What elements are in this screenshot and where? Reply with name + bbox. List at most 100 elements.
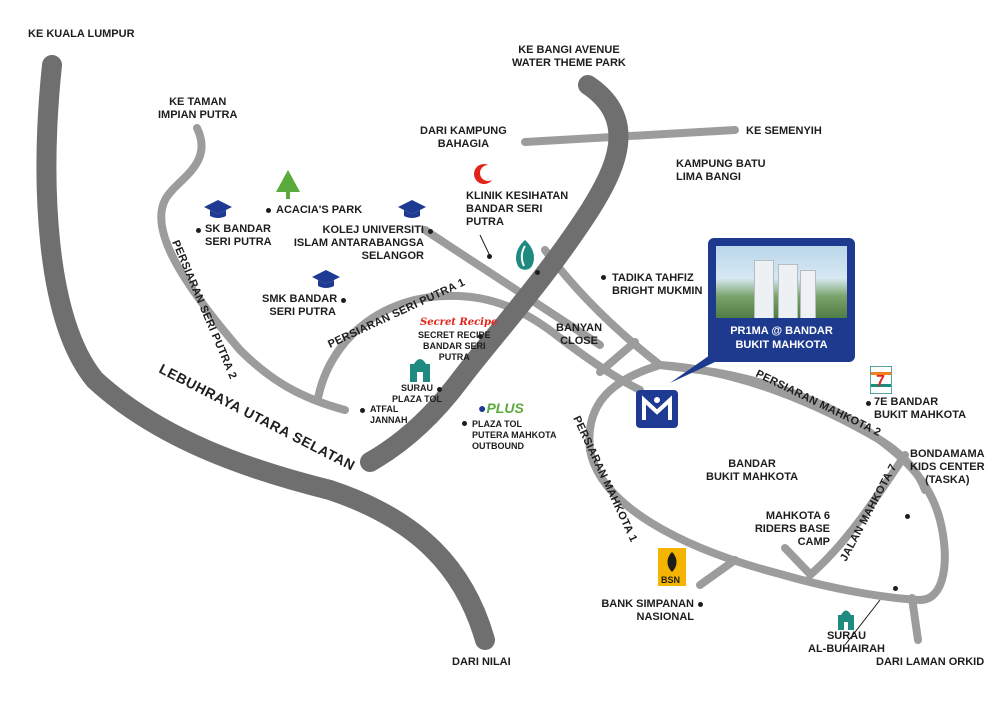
direction-taman-impian-putra: KE TAMAN IMPIAN PUTRA xyxy=(158,96,237,122)
place-tadika-line2: BRIGHT MUKMIN xyxy=(612,285,703,297)
plus-logo: ●PLUS xyxy=(478,400,524,416)
road-mahkota-2 xyxy=(656,361,929,494)
place-secret-line3: PUTRA xyxy=(438,352,470,362)
marker-tadika xyxy=(601,275,606,280)
road-taman-impian-putra xyxy=(157,124,349,414)
callout-pointer xyxy=(670,355,730,383)
place-surau-plaza-line1: SURAU xyxy=(400,383,433,393)
road-kolej-banyan xyxy=(421,226,604,349)
road-laman-orkid xyxy=(908,594,922,644)
place-klinik: KLINIK KESIHATAN BANDAR SERI PUTRA xyxy=(466,190,568,229)
marker-kolej xyxy=(428,229,433,234)
place-plaza-line2: PUTERA MAHKOTA xyxy=(472,430,557,440)
place-seven-line2: BUKIT MAHKOTA xyxy=(874,409,967,421)
mosque-icon xyxy=(410,359,430,382)
place-tadika-line1: TADIKA TAHFIZ xyxy=(612,272,694,284)
project-callout: PR1MA @ BANDAR BUKIT MAHKOTA xyxy=(708,238,855,362)
marker-petronas xyxy=(535,270,540,275)
place-bandar-bukit: BANDAR BUKIT MAHKOTA xyxy=(706,458,798,484)
highway-bangi xyxy=(360,75,629,472)
plus-logo-text: PLUS xyxy=(486,400,524,416)
place-plaza-line1: PLAZA TOL xyxy=(472,419,522,429)
place-atfal-line1: ATFAL xyxy=(370,404,399,414)
place-bsn-line2: NASIONAL xyxy=(636,611,694,623)
marker-bsn xyxy=(698,602,703,607)
pr1ma-logo xyxy=(636,390,678,428)
direction-bahagia-line1: DARI KAMPUNG xyxy=(420,125,507,137)
place-riders-line3: CAMP xyxy=(797,536,830,548)
school-icon xyxy=(398,200,426,218)
project-title-line1: PR1MA @ BANDAR xyxy=(730,325,833,337)
place-buhairah-line2: AL-BUHAIRAH xyxy=(808,643,885,655)
svg-text:7: 7 xyxy=(876,373,885,390)
place-kolej-line3: SELANGOR xyxy=(361,250,424,262)
direction-kampung-bahagia: DARI KAMPUNG BAHAGIA xyxy=(420,125,507,151)
school-icon xyxy=(312,270,340,288)
direction-taman-line1: KE TAMAN xyxy=(169,96,227,108)
bsn-logo-text: BSN xyxy=(661,575,680,585)
place-seven-line1: 7E BANDAR xyxy=(874,396,939,408)
direction-bangi-line1: KE BANGI AVENUE xyxy=(518,44,620,56)
place-sk-line2: SERI PUTRA xyxy=(205,236,272,248)
direction-taman-line2: IMPIAN PUTRA xyxy=(158,109,238,121)
road-seri-putra-1 xyxy=(314,291,644,402)
place-plaza-line3: OUTBOUND xyxy=(472,441,524,451)
tree-icon xyxy=(276,170,300,199)
place-sk-bandar: SK BANDAR SERI PUTRA xyxy=(205,223,272,249)
road-banyan-link xyxy=(596,338,639,376)
bsn-logo: BSN xyxy=(658,548,686,586)
place-smk-line1: SMK BANDAR xyxy=(262,293,338,305)
direction-bangi-line2: WATER THEME PARK xyxy=(512,57,626,69)
seven-eleven-logo: 7 xyxy=(870,366,892,394)
marker-plaza-tol xyxy=(462,421,467,426)
place-buhairah-line1: SURAU xyxy=(826,630,867,642)
marker-sk-bandar xyxy=(196,228,201,233)
place-bandar-line2: BUKIT MAHKOTA xyxy=(706,471,799,483)
marker-atfal xyxy=(360,408,365,413)
leader-line-surau xyxy=(844,599,881,646)
marker-surau-plaza xyxy=(437,387,442,392)
marker-surau-buhairah xyxy=(893,586,898,591)
project-title-line2: BUKIT MAHKOTA xyxy=(735,339,828,351)
place-banyan-close: BANYAN CLOSE xyxy=(556,322,602,348)
marker-acacia xyxy=(266,208,271,213)
place-bsn-line1: BANK SIMPANAN xyxy=(601,598,694,610)
place-klinik-line3: PUTRA xyxy=(466,216,504,228)
place-secret-recipe: SECRET RECIPE BANDAR SERI PUTRA xyxy=(418,330,491,363)
place-klinik-line2: BANDAR SERI xyxy=(466,203,543,215)
project-photo xyxy=(716,246,847,318)
petronas-icon xyxy=(516,240,534,270)
place-bondamama: BONDAMAMA KIDS CENTER (TASKA) xyxy=(910,448,985,487)
marker-klinik xyxy=(487,254,492,259)
secret-recipe-logo: Secret Recipe xyxy=(420,317,498,328)
place-secret-line2: BANDAR SERI xyxy=(423,341,486,351)
place-sk-line1: SK BANDAR xyxy=(205,223,271,235)
place-secret-line1: SECRET RECIPE xyxy=(418,330,491,340)
direction-bahagia-line2: BAHAGIA xyxy=(437,138,490,150)
marker-smk-bandar xyxy=(341,298,346,303)
label-mahkota-2: PERSIARAN MAHKOTA 2 xyxy=(754,368,883,439)
place-kampung-batu: KAMPUNG BATU LIMA BANGI xyxy=(676,158,766,184)
place-bandar-line1: BANDAR xyxy=(728,458,776,470)
place-riders-line2: RIDERS BASE xyxy=(754,523,830,535)
place-banyan-line2: CLOSE xyxy=(560,335,598,347)
place-tadika: TADIKA TAHFIZ BRIGHT MUKMIN xyxy=(612,272,702,298)
highway-utara-selatan xyxy=(36,55,495,650)
place-kampung-line2: LIMA BANGI xyxy=(676,171,741,183)
crescent-icon xyxy=(474,164,495,184)
project-title: PR1MA @ BANDAR BUKIT MAHKOTA xyxy=(708,324,855,352)
road-bsn-link xyxy=(696,556,739,589)
road-jalan-mahkota-7 xyxy=(806,451,909,579)
place-bonda-line3: (TASKA) xyxy=(925,474,970,486)
label-mahkota-1: PERSIARAN MAHKOTA 1 xyxy=(570,414,639,544)
place-bsn: BANK SIMPANAN NASIONAL xyxy=(596,598,694,624)
place-atfal: ATFAL JANNAH xyxy=(370,404,408,426)
place-riders: MAHKOTA 6 RIDERS BASE CAMP xyxy=(742,510,830,549)
place-bonda-line1: BONDAMAMA xyxy=(910,448,985,460)
direction-kuala-lumpur: KE KUALA LUMPUR xyxy=(28,28,135,40)
direction-semenyih: KE SEMENYIH xyxy=(746,125,822,137)
place-surau-plaza: SURAU PLAZA TOL xyxy=(392,383,442,405)
direction-laman-orkid: DARI LAMAN ORKID xyxy=(876,656,985,668)
marker-bondamama xyxy=(905,514,910,519)
